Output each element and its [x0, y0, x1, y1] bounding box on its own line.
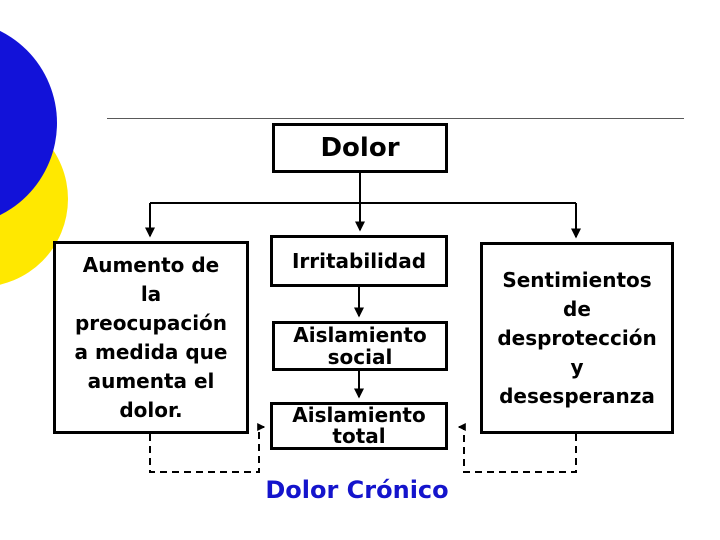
node-line: desprotección: [497, 325, 657, 350]
dashed-right-feedback-path: [463, 429, 577, 473]
node-line: Sentimientos: [502, 267, 652, 292]
node-line: a medida que: [74, 339, 228, 364]
node-line: desesperanza: [499, 383, 655, 408]
node-line: Aislamiento: [292, 403, 426, 427]
node-line: aumenta el: [87, 368, 215, 393]
node-line: Aumento de: [82, 252, 220, 277]
node-line: social: [327, 345, 393, 369]
dashed-left-feedback-path: [149, 429, 260, 473]
node-aumento-preocupacion: Aumento de la preocupación a medida que …: [53, 241, 249, 434]
node-line: la: [140, 281, 162, 306]
node-dolor-label: Dolor: [320, 133, 400, 163]
node-irritabilidad: Irritabilidad: [270, 235, 448, 287]
node-dolor: Dolor: [272, 123, 448, 173]
node-line: Aislamiento: [293, 323, 427, 347]
node-line: preocupación: [74, 310, 228, 335]
node-line: de: [563, 296, 591, 321]
node-sentimientos-desproteccion: Sentimientos de desprotección y desesper…: [480, 242, 674, 434]
node-aislamiento-social: Aislamiento social: [272, 321, 448, 371]
node-line: dolor.: [119, 397, 183, 422]
caption-dolor-cronico: Dolor Crónico: [265, 476, 449, 504]
node-line: total: [332, 424, 386, 448]
node-aislamiento-total: Aislamiento total: [270, 402, 448, 450]
node-irritabilidad-label: Irritabilidad: [291, 249, 427, 273]
node-line: y: [570, 354, 584, 379]
